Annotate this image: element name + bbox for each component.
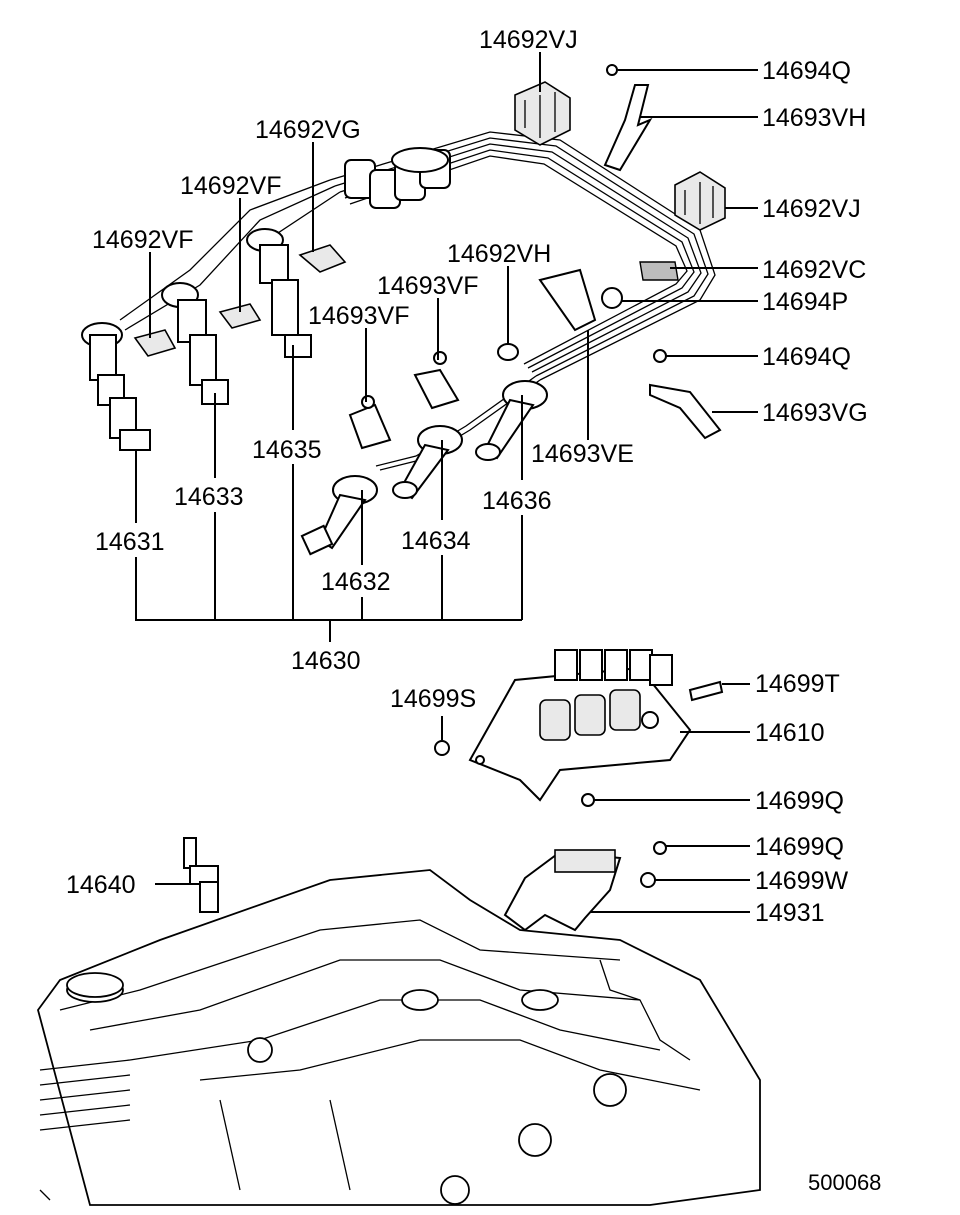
label-14635: 14635 — [252, 436, 322, 464]
coil-pack-14610 — [468, 649, 692, 802]
diagram-id: 500068 — [808, 1170, 881, 1195]
callout-labels: 14692VJ 14694Q 14693VH 14692VG 14692VJ 1… — [66, 26, 881, 1195]
clamp-14692vf-a — [133, 329, 177, 357]
label-14633: 14633 — [174, 483, 244, 511]
label-14640: 14640 — [66, 871, 136, 899]
clip-14692vh — [497, 343, 519, 361]
label-14694p: 14694P — [762, 288, 848, 316]
clamp-14692vj-top — [514, 81, 571, 146]
label-14692vj-top: 14692VJ — [479, 26, 578, 54]
bracket-14693ve — [538, 268, 597, 332]
bolt-14699q-a — [581, 793, 595, 807]
label-14693vf-a: 14693VF — [377, 272, 478, 300]
label-14630: 14630 — [291, 647, 361, 675]
label-14692vf-b: 14692VF — [180, 172, 281, 200]
clamp-14692vg — [298, 244, 347, 273]
plug-wire-14635 — [246, 228, 312, 358]
label-14692vf-a: 14692VF — [92, 226, 193, 254]
label-14693ve: 14693VE — [531, 440, 634, 468]
bolt-14694q-mid — [653, 349, 667, 363]
bracket-14693vg — [649, 383, 722, 440]
plug-wire-14631 — [81, 322, 151, 451]
bracket-14693vf-a — [413, 351, 460, 410]
leader-lines — [135, 52, 758, 913]
label-14699q-a: 14699Q — [755, 787, 844, 815]
bolt-14699t — [688, 680, 724, 702]
label-14694q-mid: 14694Q — [762, 343, 851, 371]
label-14699w: 14699W — [755, 867, 849, 895]
bracket-14693vf-b — [348, 395, 392, 450]
bolt-14699q-b — [653, 841, 667, 855]
label-14692vh: 14692VH — [447, 240, 551, 268]
label-14694q-top: 14694Q — [762, 57, 851, 85]
label-14699q-b: 14699Q — [755, 833, 844, 861]
label-14692vc: 14692VC — [762, 256, 866, 284]
label-14699s: 14699S — [390, 685, 476, 713]
label-14692vg: 14692VG — [255, 116, 361, 144]
clamp-14692vj-right — [674, 171, 726, 231]
bracket-14931 — [503, 849, 622, 932]
label-14632: 14632 — [321, 568, 391, 596]
plug-wire-14633 — [161, 282, 229, 405]
bolt-14699w — [640, 872, 656, 888]
label-14931: 14931 — [755, 899, 825, 927]
label-14610: 14610 — [755, 719, 825, 747]
coil-boots-top — [344, 147, 451, 209]
label-14693vh: 14693VH — [762, 104, 866, 132]
spark-plug-14640 — [183, 837, 219, 913]
label-14693vf-b: 14693VF — [308, 302, 409, 330]
grommet-14694p — [601, 287, 623, 309]
label-14634: 14634 — [401, 527, 471, 555]
label-14699t: 14699T — [755, 670, 840, 698]
engine-block — [37, 869, 761, 1206]
label-14631: 14631 — [95, 528, 165, 556]
nut-14699s — [434, 740, 450, 756]
label-14693vg: 14693VG — [762, 399, 868, 427]
label-14692vj-right: 14692VJ — [762, 195, 861, 223]
clamp-14692vc — [639, 261, 679, 281]
bracket-14693vh — [603, 64, 653, 172]
plug-wire-14634 — [392, 425, 463, 500]
plug-wire-14632 — [300, 475, 378, 556]
label-14636: 14636 — [482, 487, 552, 515]
